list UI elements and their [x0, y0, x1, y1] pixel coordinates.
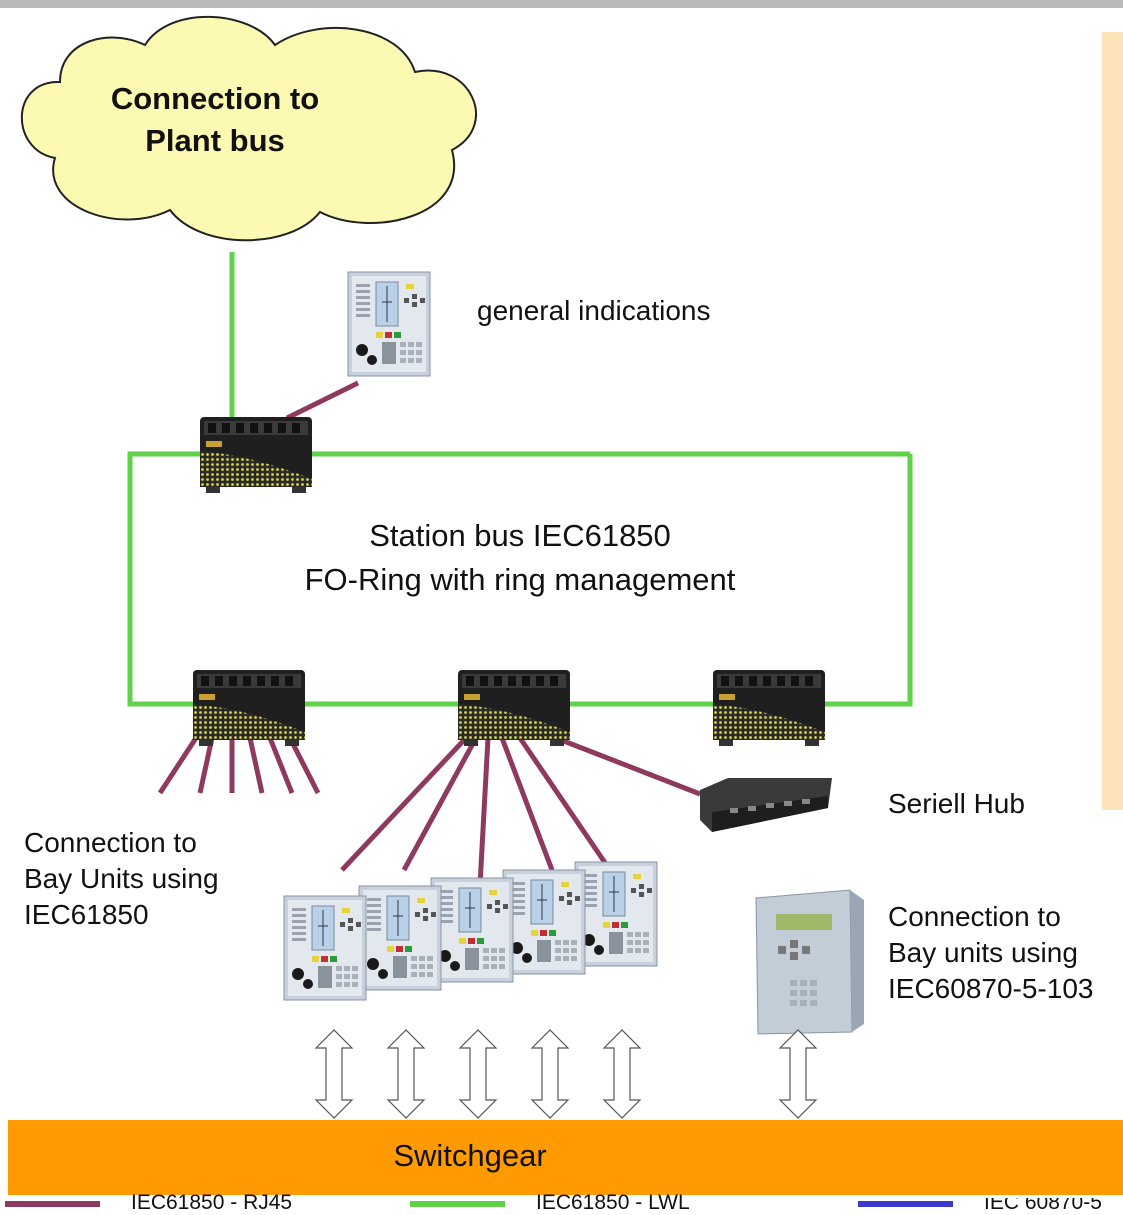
switchgear-label: Switchgear	[393, 1138, 547, 1173]
rj45-links	[157, 380, 701, 886]
bay-units-61850-line2: Bay Units using	[24, 863, 219, 894]
switch-left	[193, 670, 305, 746]
bay-units-103-line3: IEC60870-5-103	[888, 973, 1094, 1004]
station-bus-ring	[127, 252, 913, 707]
legend-item-rj45: IEC61850 - RJ45	[5, 1191, 305, 1214]
top-bar	[0, 0, 1123, 8]
switch-top	[200, 417, 312, 493]
bay-units-61850-label: Connection to Bay Units using IEC61850	[24, 825, 219, 933]
plant-bus-label: Connection to Plant bus	[95, 78, 335, 162]
station-bus-label-line1: Station bus IEC61850	[369, 518, 671, 553]
general-indications-label: general indications	[477, 295, 711, 326]
legend-swatch-rj45	[5, 1201, 100, 1207]
switchgear-bar: Switchgear	[8, 1120, 1123, 1195]
plant-bus-label-line2: Plant bus	[145, 123, 285, 158]
switch-center	[458, 670, 570, 746]
bay-units-61850-line3: IEC61850	[24, 899, 149, 930]
side-panel	[1102, 32, 1123, 810]
legend-swatch-lwl	[410, 1201, 505, 1207]
legend-label-lwl: IEC61850 - LWL	[536, 1191, 690, 1214]
legend-item-103: IEC 60870-5	[858, 1198, 1123, 1211]
legend-label-rj45: IEC61850 - RJ45	[131, 1191, 293, 1214]
bay-units-103-line2: Bay units using	[888, 937, 1078, 968]
switchgear-arrows	[315, 1029, 817, 1119]
plant-bus-cloud	[20, 15, 477, 242]
legend-swatch-103	[858, 1201, 953, 1207]
station-bus-label-line2: FO-Ring with ring management	[304, 562, 736, 597]
legend-item-lwl: IEC61850 - LWL	[410, 1191, 710, 1214]
bay-unit-relays	[283, 861, 658, 1001]
serial-hub-label: Seriell Hub	[888, 788, 1025, 819]
serial-hub	[700, 778, 832, 832]
bay-units-103-label: Connection to Bay units using IEC60870-5…	[888, 899, 1093, 1007]
iec103-relay	[755, 889, 864, 1035]
station-bus-label: Station bus IEC61850 FO-Ring with ring m…	[260, 514, 780, 602]
bay-units-103-line1: Connection to	[888, 901, 1061, 932]
general-indications-relay	[347, 271, 431, 377]
bay-units-61850-line1: Connection to	[24, 827, 197, 858]
legend-label-103: IEC 60870-5	[984, 1198, 1102, 1211]
switch-right	[713, 670, 825, 746]
plant-bus-label-line1: Connection to	[110, 81, 320, 116]
